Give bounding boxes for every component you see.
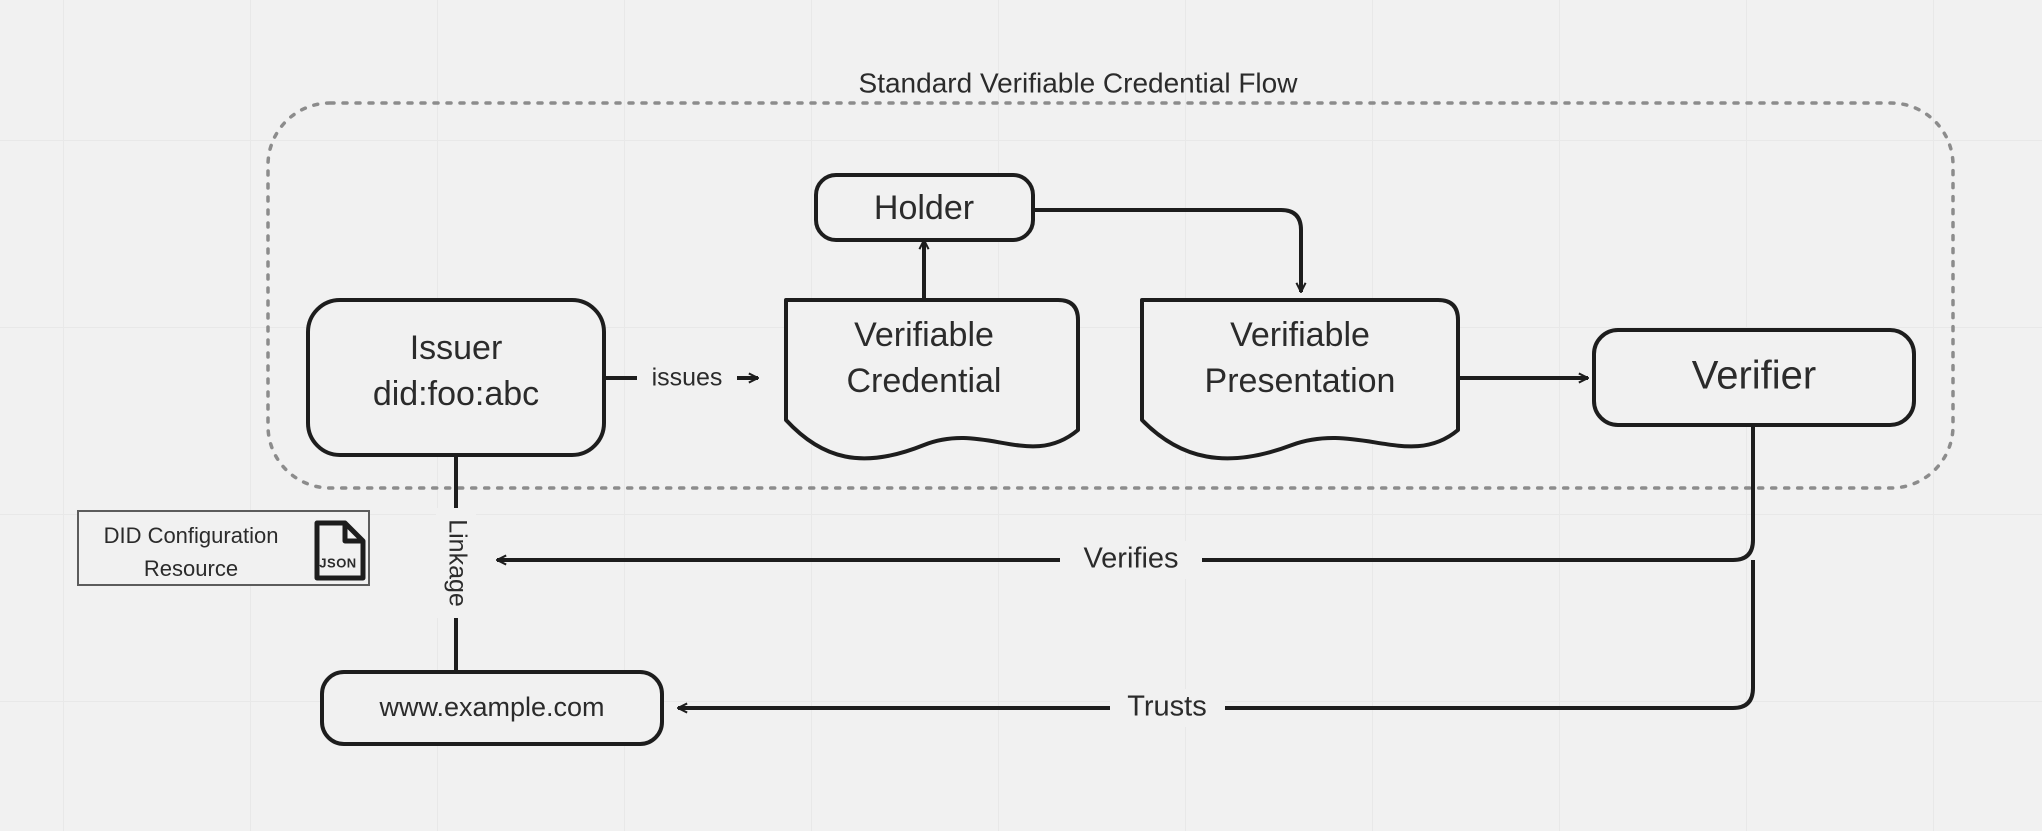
node-did-config-line1: DID Configuration <box>104 523 279 548</box>
edge-label-issues: issues <box>652 364 723 392</box>
edge-issues: issues <box>604 360 758 396</box>
node-verifiable-presentation[interactable]: Verifiable Presentation <box>1140 298 1460 461</box>
standard-flow-boundary <box>266 101 1955 490</box>
node-issuer[interactable]: Issuer did:foo:abc <box>306 298 606 457</box>
json-icon-label: JSON <box>319 555 356 570</box>
node-verifiable-credential-line2: Credential <box>847 362 1002 400</box>
node-verifier[interactable]: Verifier <box>1592 328 1916 427</box>
node-verifiable-credential[interactable]: Verifiable Credential <box>784 298 1080 461</box>
node-verifiable-credential-line1: Verifiable <box>854 316 994 354</box>
node-website[interactable]: www.example.com <box>320 670 664 746</box>
node-verifier-label: Verifier <box>1692 354 1817 398</box>
node-website-label: www.example.com <box>378 692 604 722</box>
edge-label-linkage: Linkage <box>443 519 471 607</box>
node-issuer-line2: did:foo:abc <box>373 375 539 413</box>
node-holder[interactable]: Holder <box>814 173 1035 242</box>
edge-linkage: Linkage <box>436 450 476 672</box>
edge-label-verifies: Verifies <box>1083 543 1178 575</box>
json-file-icon: JSON <box>314 520 366 581</box>
node-verifiable-presentation-line2: Presentation <box>1205 362 1396 400</box>
node-did-config-line2: Resource <box>144 556 238 581</box>
edge-label-trusts: Trusts <box>1127 691 1206 723</box>
edge-trusts: Trusts <box>678 560 1755 727</box>
edge-holder-to-presentation <box>1033 208 1301 292</box>
node-issuer-line1: Issuer <box>410 329 503 367</box>
node-holder-label: Holder <box>874 189 974 227</box>
node-verifiable-presentation-line1: Verifiable <box>1230 316 1370 354</box>
node-did-configuration-resource[interactable]: DID Configuration Resource JSON <box>77 510 370 586</box>
diagram-title: Standard Verifiable Credential Flow <box>859 67 1299 98</box>
edge-verifies: Verifies <box>497 425 1755 579</box>
